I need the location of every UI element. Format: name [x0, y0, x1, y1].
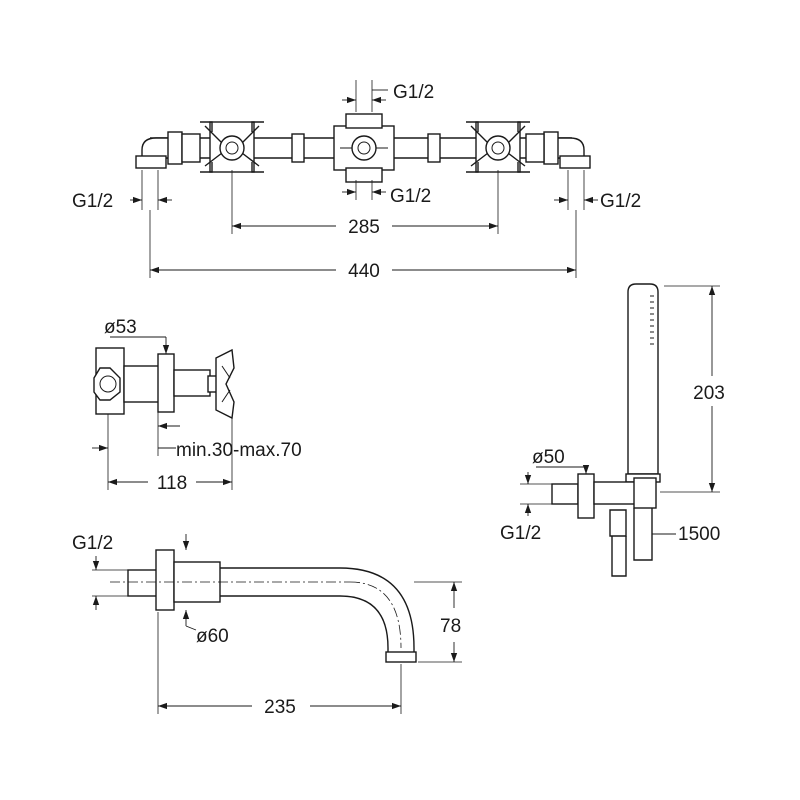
- left-cross-handle: [200, 121, 264, 173]
- overall-width-label: 440: [348, 261, 380, 282]
- hose-length-label: 1500: [678, 524, 720, 545]
- spout-view: [110, 549, 417, 663]
- spout-thread-label: G1/2: [72, 533, 113, 554]
- manifold-dimensions: G1/2 G1/2 G1/2 G1/2 285 440: [72, 80, 641, 282]
- hand-shower-thread-label: G1/2: [500, 523, 541, 544]
- spray-nozzles: [650, 295, 654, 345]
- spout-drop-label: 78: [440, 616, 461, 637]
- spout-projection-label: 235: [264, 697, 296, 718]
- wall-depth-label: min.30-max.70: [176, 440, 302, 461]
- right-cross-handle: [466, 121, 530, 173]
- valve-spacing-label: 285: [348, 217, 380, 238]
- hand-shower-view: [551, 283, 661, 577]
- valve-side-view: [93, 347, 235, 420]
- holder-diameter-label: ø50: [532, 447, 565, 468]
- center-top-thread-label: G1/2: [393, 82, 434, 103]
- left-thread-label: G1/2: [72, 191, 113, 212]
- center-diverter: [333, 113, 395, 183]
- center-bottom-thread-label: G1/2: [390, 186, 431, 207]
- hand-shower-height-label: 203: [693, 383, 725, 404]
- hand-shower-dimensions: 203 ø50 G1/2 1500: [500, 285, 725, 545]
- spout-flange-diameter-label: ø60: [196, 626, 229, 647]
- spout-dimensions: G1/2 ø60 78 235: [72, 533, 462, 718]
- manifold-top-view: [135, 113, 591, 183]
- valve-side-dimensions: ø53 min.30-max.70 118: [92, 317, 302, 494]
- right-thread-label: G1/2: [600, 191, 641, 212]
- valve-depth-label: 118: [157, 473, 187, 494]
- valve-diameter-label: ø53: [104, 317, 137, 338]
